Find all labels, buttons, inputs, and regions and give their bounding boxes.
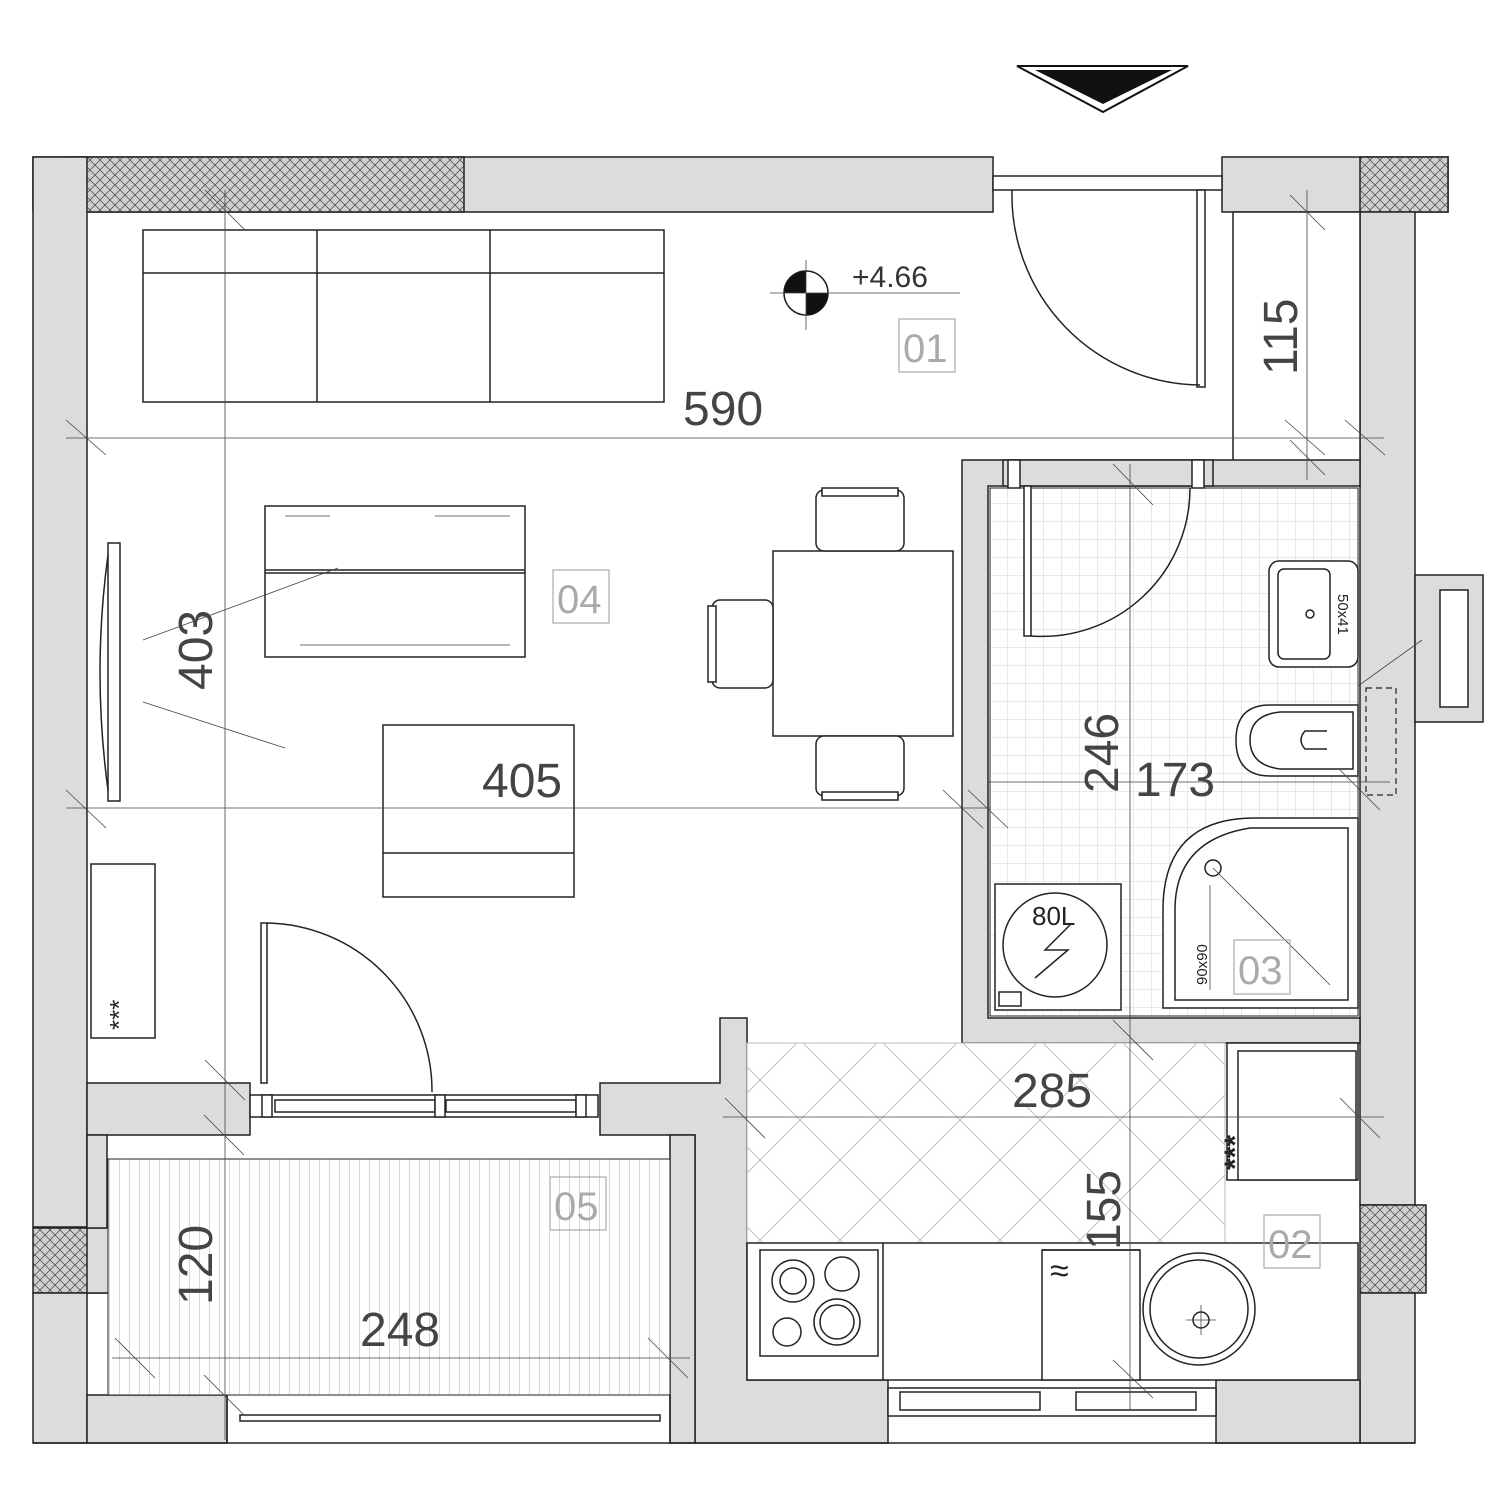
washbasin-label: 50x41 — [1334, 594, 1351, 635]
dimension-lines — [65, 189, 1423, 1440]
boiler-label: 80L — [1032, 901, 1075, 931]
room-number-living: 04 — [557, 578, 602, 622]
living-door — [249, 922, 599, 1118]
tv-unit — [99, 542, 121, 802]
ottoman — [382, 724, 575, 898]
bathroom — [989, 459, 1397, 1017]
shower-label: 90x90 — [1194, 944, 1211, 985]
fridge-symbol: ≈ — [1050, 1252, 1069, 1290]
dim-balcony-width: 248 — [360, 1304, 440, 1357]
room-number-hall: 01 — [903, 327, 948, 371]
dim-living-width: 405 — [482, 755, 562, 808]
dining-set — [707, 487, 954, 801]
room-number-kitchen: 02 — [1268, 1223, 1313, 1267]
entrance-door — [992, 175, 1223, 388]
dim-balcony-height: 120 — [170, 1225, 223, 1305]
coffee-table — [264, 505, 526, 658]
kitchen — [746, 1042, 1359, 1417]
level-label: +4.66 — [852, 261, 928, 294]
dim-bath-height: 246 — [1076, 713, 1129, 793]
room-number-bathroom: 03 — [1238, 949, 1283, 993]
sofa — [142, 229, 665, 403]
dim-kitchen-height: 155 — [1078, 1170, 1131, 1250]
level-marker — [770, 260, 960, 330]
dim-hall-length: 590 — [683, 383, 763, 436]
dim-hall-width: 115 — [1255, 298, 1308, 375]
dim-bath-width: 173 — [1135, 754, 1215, 807]
dim-kitchen-width: 285 — [1012, 1065, 1092, 1118]
living-cabinet — [90, 863, 156, 1039]
room-number-balcony: 05 — [554, 1185, 599, 1229]
living-appliance-mark: *** — [104, 1000, 134, 1030]
kitchen-appliance-mark: *** — [1219, 1135, 1252, 1170]
walls — [32, 156, 1484, 1444]
balcony — [107, 1158, 671, 1443]
dim-living-height: 403 — [170, 610, 223, 690]
